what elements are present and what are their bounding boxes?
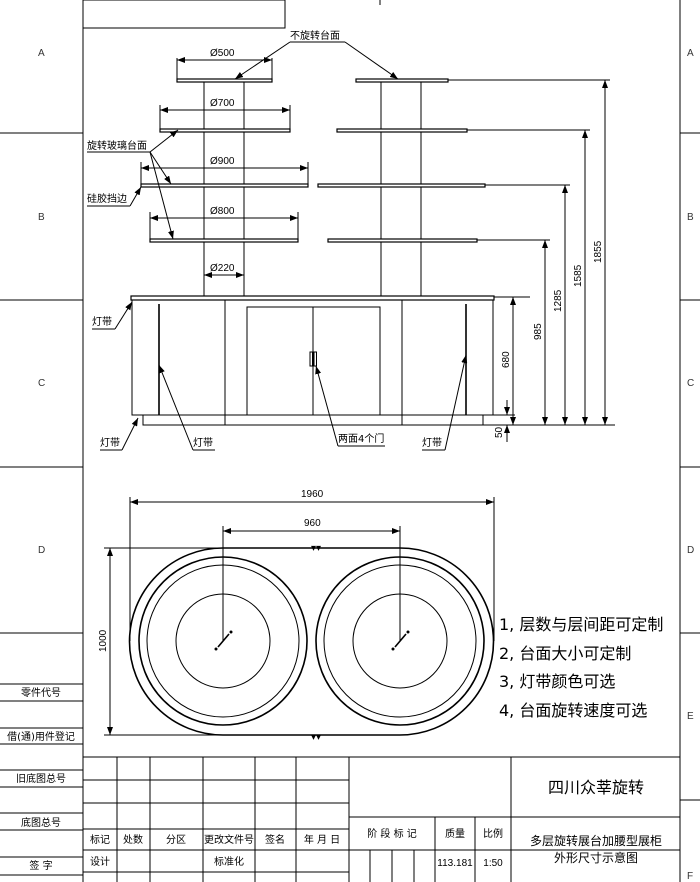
zone-labels-left: A B C D [38,48,45,556]
side-table: 零件代号 借(通)用件登记 旧底图总号 底图总号 签 字 [0,683,83,876]
mass-label: 质量 [445,828,465,840]
zone-labels-right: A B C D E F [687,48,694,882]
company-name: 四川众莘旋转 [548,778,644,797]
dim-1000: 1000 [98,629,109,652]
header-change-doc: 更改文件号 [204,833,254,846]
side-label: 签 字 [29,859,52,872]
zone-label: F [687,871,693,882]
side-label: 零件代号 [21,687,61,699]
dim-1285: 1285 [553,289,564,312]
note-item: 2, 台面大小可定制 [499,644,631,663]
dim-d700: Ø700 [210,98,235,109]
dim-960: 960 [304,518,321,529]
zone-label: B [687,212,694,223]
side-label: 旧底图总号 [16,772,66,785]
front-view [130,78,495,426]
header-zone: 分区 [166,834,186,846]
callout-doors: 两面4个门 [338,432,384,445]
note-item: 4, 台面旋转速度可选 [499,701,647,720]
header-date: 年 月 日 [304,833,340,846]
dim-1585: 1585 [573,264,584,287]
cabinet [130,295,495,426]
left-shelves [140,78,309,243]
scale-label: 比例 [483,827,503,840]
dim-50: 50 [494,426,505,438]
drawing-title-line2: 外形尺寸示意图 [554,850,638,865]
height-dimensions: 680 985 1285 1585 1855 50 [448,79,615,442]
note-item: 3, 灯带颜色可选 [499,672,615,691]
svg-text:▾▾: ▾▾ [311,732,321,743]
notes: 1, 层数与层间距可定制 2, 台面大小可定制 3, 灯带颜色可选 4, 台面旋… [499,615,663,720]
zone-label: D [38,545,45,556]
design-label: 设计 [90,855,110,868]
zone-label: A [38,48,45,59]
zone-label: C [38,378,45,389]
zone-label: C [687,378,694,389]
diameter-dimensions: Ø500 Ø700 Ø900 Ø800 Ø220 [140,48,309,278]
dim-d800: Ø800 [210,206,235,217]
dim-d900: Ø900 [210,156,235,167]
mass-value: 113.181 [437,858,473,869]
header-signature: 签名 [265,833,285,846]
dim-985: 985 [533,323,544,340]
callout-light-strip: 灯带 [193,437,213,449]
door-handle [309,351,313,367]
dim-d220: Ø220 [210,263,235,274]
zone-label: B [38,212,45,223]
zone-label: E [687,711,694,722]
callout-silicone-edge: 硅胶挡边 [87,192,127,205]
top-view: ▾▾ ▾▾ 1960 960 1000 [98,489,495,743]
cabinet-outline [128,547,495,736]
note-item: 1, 层数与层间距可定制 [499,615,663,634]
side-label: 借(通)用件登记 [7,730,75,743]
right-shelves [317,78,486,243]
dim-680: 680 [501,351,512,368]
callout-light-strip: 灯带 [100,437,120,449]
zone-label: A [687,48,694,59]
right-pillar [380,79,422,298]
callout-rotating-glass: 旋转玻璃台面 [87,139,147,152]
stage-mark-label: 阶 段 标 记 [367,827,417,840]
header-count: 处数 [123,833,143,846]
dim-1960: 1960 [301,489,324,500]
callout-light-strip: 灯带 [422,437,442,449]
header-mark: 标记 [90,834,110,846]
standardize-label: 标准化 [214,855,244,868]
callout-light-strip: 灯带 [92,316,112,328]
door-handle [313,351,317,367]
dim-d500: Ø500 [210,48,235,59]
svg-text:▾▾: ▾▾ [311,543,321,554]
dim-1855: 1855 [593,240,604,263]
zone-label: D [687,545,694,556]
drawing-title-line1: 多层旋转展台加腰型展柜 [530,833,662,848]
callout-fixed-top: 不旋转台面 [290,29,340,42]
side-label: 底图总号 [21,816,61,829]
callouts: 不旋转台面 旋转玻璃台面 硅胶挡边 灯带 灯带 灯带 两面4个门 灯带 [87,29,468,451]
scale-value: 1:50 [483,858,503,869]
title-block: 标记 处数 分区 更改文件号 签名 年 月 日 设计 标准化 阶 段 标 记 质… [82,756,681,882]
